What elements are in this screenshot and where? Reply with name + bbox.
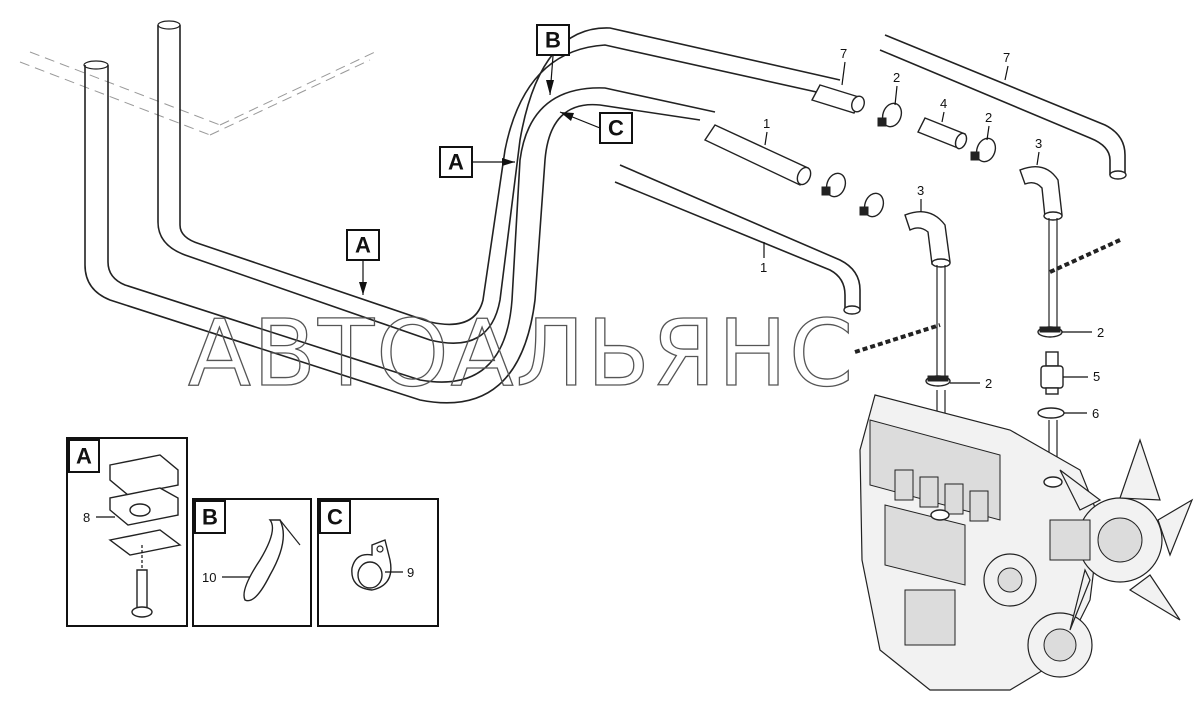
- label-part-2-d: 2: [985, 376, 992, 391]
- svg-text:C: C: [327, 505, 343, 530]
- label-part-10: 10: [202, 570, 216, 585]
- upper-hoses: [614, 34, 1127, 315]
- watermark-text: АВТОАЛЬЯНС: [188, 300, 855, 407]
- dashed-connection-lines: [854, 238, 1121, 354]
- background-dashed-outline: [19, 51, 376, 136]
- connector-pipe: [917, 117, 968, 150]
- fitting-and-oring: [1037, 351, 1065, 419]
- detail-panel-C: C 9: [317, 498, 439, 627]
- label-part-6: 6: [1092, 406, 1099, 421]
- label-part-1-lower: 1: [760, 260, 767, 275]
- svg-text:B: B: [202, 505, 218, 530]
- part-labels: 7 7 2 4 2 3 1 3 1 2 2 5 6: [760, 46, 1104, 421]
- label-part-2-b: 2: [985, 110, 992, 125]
- label-part-7-left: 7: [840, 46, 847, 61]
- label-part-2-a: 2: [893, 70, 900, 85]
- detail-panel-B: B 10: [192, 498, 312, 627]
- callout-A-lower: A: [346, 229, 380, 295]
- label-part-3-left: 3: [917, 183, 924, 198]
- svg-text:A: A: [355, 233, 371, 258]
- label-part-8: 8: [83, 510, 90, 525]
- label-part-5: 5: [1093, 369, 1100, 384]
- elbow-hoses: [904, 166, 1063, 268]
- label-part-2-c: 2: [1097, 325, 1104, 340]
- engine-block: [859, 394, 1194, 691]
- label-part-1-upper: 1: [763, 116, 770, 131]
- callout-A-upper: A: [439, 146, 515, 178]
- main-coolant-hoses: [83, 20, 841, 404]
- label-part-3-right: 3: [1035, 136, 1042, 151]
- label-part-7-right: 7: [1003, 50, 1010, 65]
- callout-C: C: [559, 111, 633, 144]
- hose-clamps: [821, 102, 1063, 387]
- callout-B: B: [536, 24, 570, 96]
- svg-text:A: A: [76, 444, 92, 469]
- svg-text:B: B: [545, 28, 561, 53]
- svg-text:C: C: [608, 116, 624, 141]
- label-part-4: 4: [940, 96, 947, 111]
- svg-text:A: A: [448, 150, 464, 175]
- label-part-9: 9: [407, 565, 414, 580]
- detail-panel-A: A 8: [66, 437, 188, 627]
